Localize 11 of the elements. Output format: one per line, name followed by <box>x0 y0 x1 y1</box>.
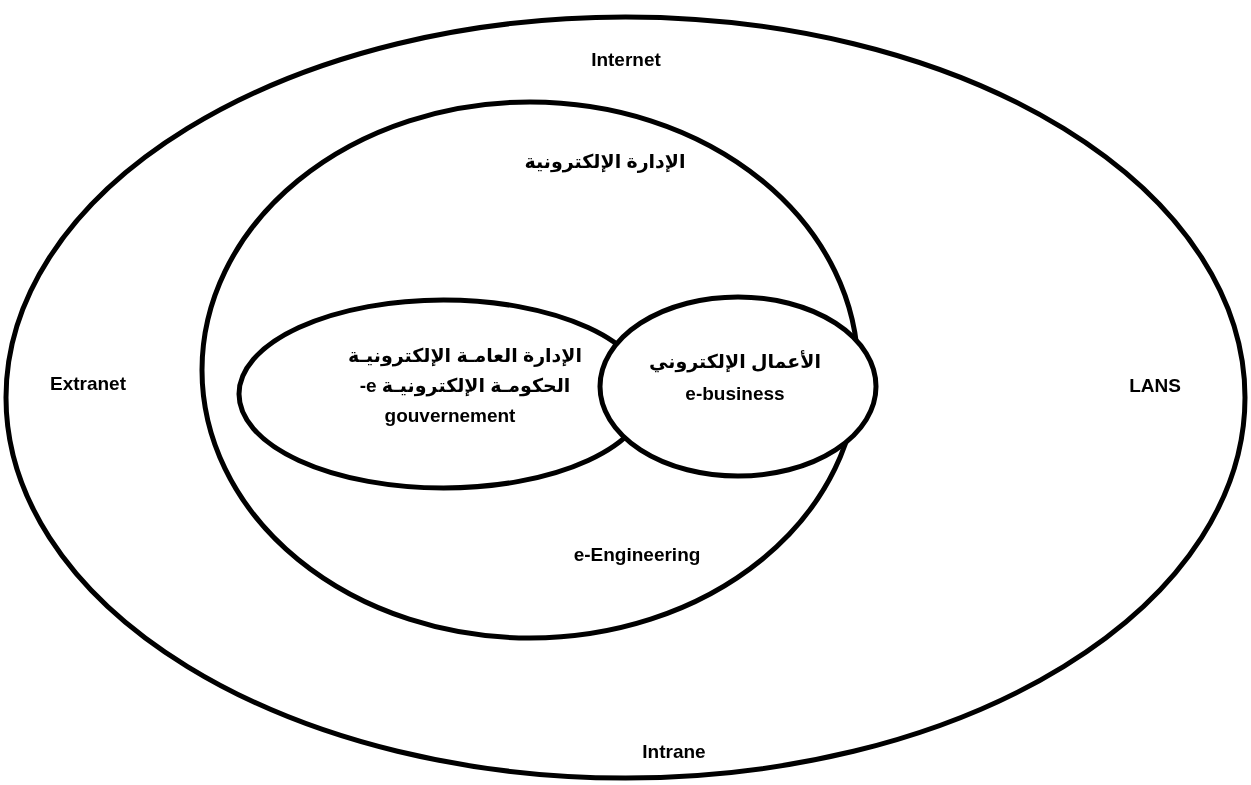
area-label: الإدارة الإلكترونية <box>524 150 686 174</box>
network-label: Intrane <box>642 740 706 764</box>
network-label: Extranet <box>50 372 126 396</box>
area-label: gouvernement <box>384 404 516 428</box>
area-label: e-business <box>685 382 785 406</box>
network-label: Internet <box>591 48 661 72</box>
area-label: الأعمال الإلكتروني <box>649 350 821 374</box>
area-label: e-Engineering <box>573 543 701 567</box>
area-label: الإدارة العامـة الإلكترونيـة <box>347 344 583 368</box>
area-label: الحكومـة الإلكترونيـة e- <box>359 374 571 398</box>
network-label: LANS <box>1129 374 1181 398</box>
